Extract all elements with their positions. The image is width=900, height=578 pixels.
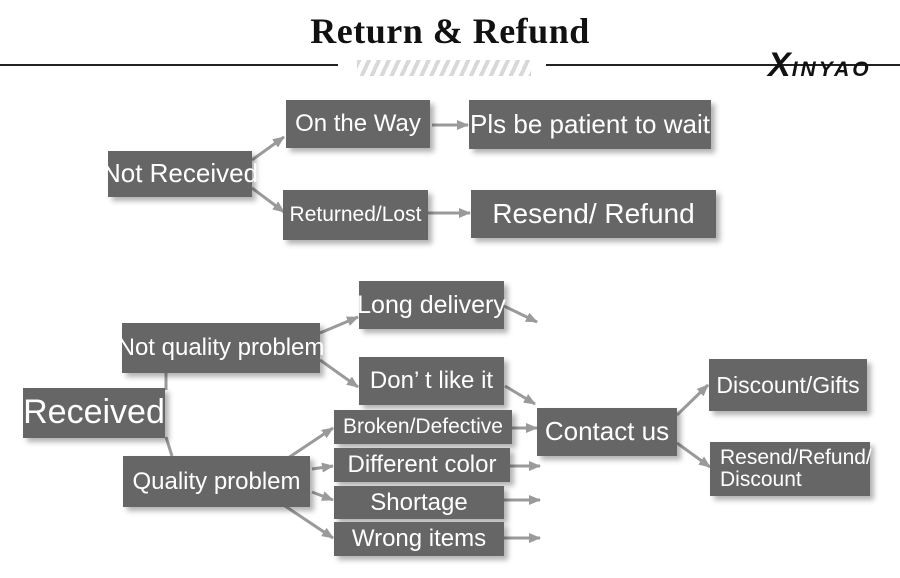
arrow-long-out (503, 304, 538, 324)
decorative-stripes (357, 60, 531, 76)
arrow-notquality-long (319, 315, 359, 335)
node-not-received: Not Received (102, 151, 258, 197)
title-rule-left (0, 64, 338, 66)
arrow-contact-discount (675, 383, 710, 417)
node-long-delivery: Long delivery (357, 281, 506, 329)
node-returned-lost: Returned/Lost (283, 190, 428, 240)
page-title: Return & Refund (310, 11, 590, 51)
node-quality-problem: Quality problem (123, 456, 310, 507)
line-received-quality (164, 436, 174, 457)
node-pls-be-patient: Pls be patient to wait (469, 100, 711, 149)
arrow-quality-wrong (281, 502, 334, 540)
arrow-notreceived-ontheway (251, 135, 285, 162)
node-dont-like-it: Don’ t like it (359, 357, 504, 405)
title-rule-right (546, 64, 900, 66)
arrow-notreceived-returnedlost (251, 186, 285, 214)
node-different-color: Different color (334, 448, 510, 482)
arrow-contact-resend (676, 441, 711, 469)
arrow-notquality-dontlike (319, 358, 359, 389)
arrow-quality-color (311, 462, 334, 473)
brand-logo: XINYAO (768, 46, 872, 84)
node-received: Received (23, 388, 165, 438)
node-wrong-items: Wrong items (334, 522, 504, 556)
node-not-quality-problem: Not quality problem (118, 323, 324, 373)
node-on-the-way: On the Way (286, 100, 430, 148)
node-contact-us: Contact us (537, 408, 677, 456)
node-resend-refund-discount: Resend/Refund/ Discount (710, 442, 872, 496)
node-resend-refund: Resend/ Refund (471, 190, 716, 238)
arrow-dontlike-contact (504, 384, 536, 406)
arrow-quality-shortage (311, 490, 334, 502)
node-shortage: Shortage (334, 486, 504, 519)
node-discount-gifts: Discount/Gifts (709, 359, 867, 411)
node-broken-defective: Broken/Defective (334, 410, 512, 444)
